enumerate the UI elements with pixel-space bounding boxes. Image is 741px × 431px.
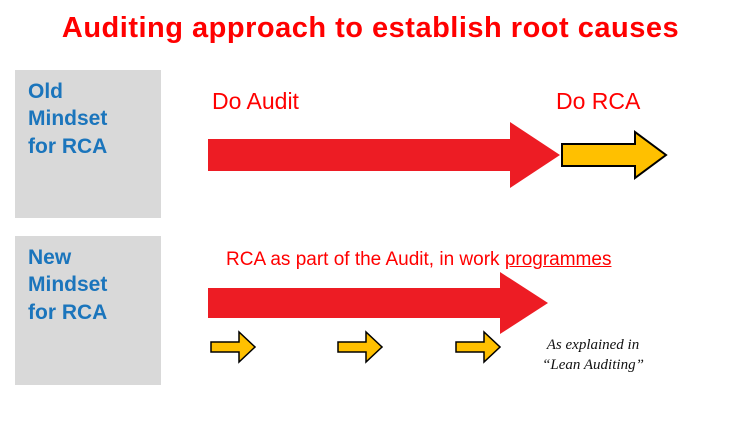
red-arrow-rca-in-audit — [208, 272, 548, 334]
page-title: Auditing approach to establish root caus… — [61, 12, 680, 44]
right-arrow-icon — [208, 272, 548, 334]
right-arrow-icon — [337, 330, 383, 364]
do-audit-label: Do Audit — [212, 88, 299, 114]
right-arrow-icon — [455, 330, 501, 364]
red-arrow-do-audit — [208, 122, 560, 188]
lean-auditing-note: As explained in “Lean Auditing” — [523, 336, 663, 375]
rca-in-audit-caption: RCA as part of the Audit, in work progra… — [226, 249, 611, 271]
small-orange-arrow-2 — [337, 330, 383, 364]
right-arrow-icon — [210, 330, 256, 364]
right-arrow-icon — [561, 130, 668, 180]
caption-underlined-word: programmes — [504, 249, 612, 270]
do-rca-label: Do RCA — [556, 88, 641, 114]
orange-arrow-do-rca — [561, 130, 668, 180]
old-mindset-box: Old Mindset for RCA — [15, 70, 161, 218]
new-mindset-box: New Mindset for RCA — [15, 236, 161, 385]
right-arrow-icon — [208, 122, 560, 188]
old-mindset-label: Old Mindset for RCA — [28, 80, 108, 158]
note-line-2: “Lean Auditing” — [542, 356, 644, 373]
caption-prefix: RCA as part of the Audit, in work — [226, 249, 505, 270]
new-mindset-label: New Mindset for RCA — [28, 246, 108, 324]
note-line-1: As explained in — [546, 337, 640, 353]
small-orange-arrow-3 — [455, 330, 501, 364]
small-orange-arrow-1 — [210, 330, 256, 364]
